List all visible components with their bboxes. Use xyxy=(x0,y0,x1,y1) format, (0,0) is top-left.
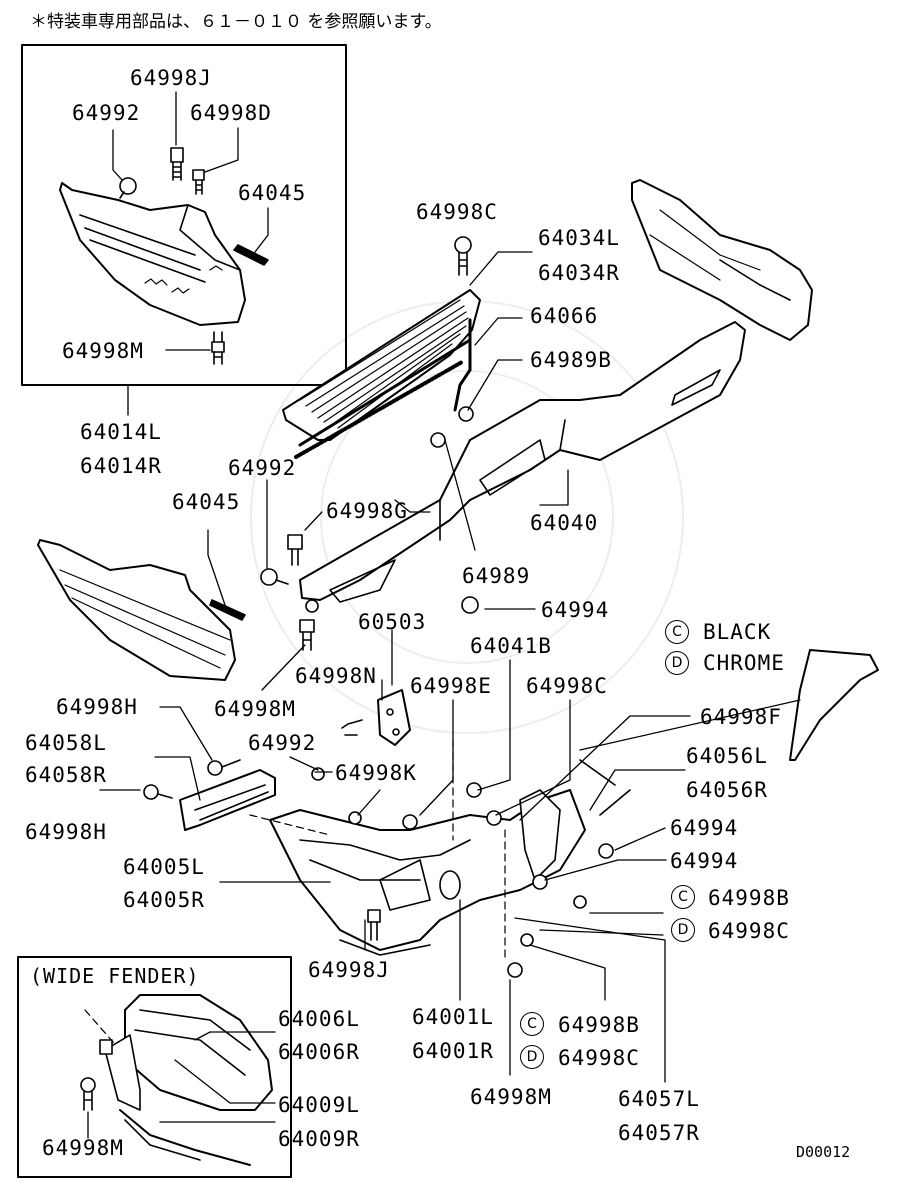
drawing-code: D00012 xyxy=(796,1143,851,1161)
part-label-64998C-mid[interactable]: 64998C xyxy=(526,674,608,698)
part-label-64998C[interactable]: 64998C xyxy=(416,200,498,224)
part-label-60503[interactable]: 60503 xyxy=(358,610,427,634)
finish-mark-chrome-b: D xyxy=(520,1045,544,1069)
part-label-64058R[interactable]: 64058R xyxy=(25,763,107,787)
leaders-top-inset xyxy=(112,91,269,416)
part-label-64034L[interactable]: 64034L xyxy=(538,226,620,250)
part-label-64045[interactable]: 64045 xyxy=(238,181,307,205)
lower-fasteners xyxy=(367,782,614,978)
part-label-64998H[interactable]: 64998H xyxy=(56,695,138,719)
part-label-64001L[interactable]: 64001L xyxy=(412,1005,494,1029)
part-label-64994-r2[interactable]: 64994 xyxy=(670,849,739,873)
part-label-64009L[interactable]: 64009L xyxy=(278,1093,360,1117)
part-label-64998K[interactable]: 64998K xyxy=(335,761,417,785)
part-label-64992[interactable]: 64992 xyxy=(72,101,141,125)
part-label-64006L[interactable]: 64006L xyxy=(278,1007,360,1031)
part-label-64994-r1[interactable]: 64994 xyxy=(670,816,739,840)
side-bracket-64056 xyxy=(579,649,879,761)
bracket-60503 xyxy=(341,689,411,746)
part-label-64040[interactable]: 64040 xyxy=(530,511,599,535)
part-label-64998J[interactable]: 64998J xyxy=(130,66,212,90)
part-label-64057R[interactable]: 64057R xyxy=(618,1121,700,1145)
part-label-64009R[interactable]: 64009R xyxy=(278,1127,360,1151)
step-plate xyxy=(282,289,481,459)
watermark-inner xyxy=(320,370,614,664)
inset-box-top xyxy=(21,44,347,386)
legend-black-symbol: C xyxy=(665,620,689,644)
part-label-64998M-b[interactable]: 64998M xyxy=(470,1085,552,1109)
bumper-end-cap-left xyxy=(37,539,246,681)
part-label-64998H-b[interactable]: 64998H xyxy=(25,820,107,844)
part-label-64994-mid[interactable]: 64994 xyxy=(541,598,610,622)
finish-mark-chrome: D xyxy=(671,918,695,942)
handle-bar xyxy=(453,318,472,412)
part-label-64057L[interactable]: 64057L xyxy=(618,1087,700,1111)
part-label-64014R[interactable]: 64014R xyxy=(80,454,162,478)
bumper-end-cap-right xyxy=(631,179,813,341)
rear-bumper-face xyxy=(299,321,746,603)
part-label-64998C-r[interactable]: 64998C xyxy=(708,919,790,943)
part-label-64998B[interactable]: 64998B xyxy=(708,886,790,910)
part-label-64992-mid[interactable]: 64992 xyxy=(228,456,297,480)
part-label-64998M[interactable]: 64998M xyxy=(62,339,144,363)
finish-mark-black: C xyxy=(671,885,695,909)
part-label-64998J-low[interactable]: 64998J xyxy=(308,958,390,982)
part-label-64998G[interactable]: 64998G xyxy=(326,499,408,523)
legend-chrome-text: CHROME xyxy=(703,651,785,675)
part-label-64006R[interactable]: 64006R xyxy=(278,1040,360,1064)
inset-wide-fender-title: (WIDE FENDER) xyxy=(30,964,200,988)
header-note: ＊特装車専用部品は、６１－０１０ を参照願います。 xyxy=(30,12,442,32)
part-label-64998F[interactable]: 64998F xyxy=(700,705,782,729)
part-label-64989[interactable]: 64989 xyxy=(462,564,531,588)
part-label-64014L[interactable]: 64014L xyxy=(80,420,162,444)
inset-box-wide-fender xyxy=(17,956,292,1178)
part-label-64056R[interactable]: 64056R xyxy=(686,778,768,802)
part-label-64045-mid[interactable]: 64045 xyxy=(172,490,241,514)
legend-black-text: BLACK xyxy=(703,620,772,644)
part-label-64066[interactable]: 64066 xyxy=(530,304,599,328)
leaders-wide-fender xyxy=(87,1031,276,1139)
frame-assembly xyxy=(269,759,631,956)
part-label-64998C-b[interactable]: 64998C xyxy=(558,1046,640,1070)
part-label-64034R[interactable]: 64034R xyxy=(538,261,620,285)
part-label-64998D[interactable]: 64998D xyxy=(190,101,272,125)
part-label-64058L[interactable]: 64058L xyxy=(25,731,107,755)
part-label-64998B-b[interactable]: 64998B xyxy=(558,1013,640,1037)
wide-fender-drawing xyxy=(80,994,273,1166)
part-label-64992-low[interactable]: 64992 xyxy=(248,731,317,755)
leaders-main xyxy=(99,251,691,1083)
part-label-64041B[interactable]: 64041B xyxy=(470,634,552,658)
inset-mudflap-top xyxy=(59,182,246,326)
part-label-64001R[interactable]: 64001R xyxy=(412,1039,494,1063)
part-label-64989B[interactable]: 64989B xyxy=(530,348,612,372)
finish-mark-black-b: C xyxy=(520,1012,544,1036)
part-label-64998N[interactable]: 64998N xyxy=(295,664,377,688)
part-label-64998M-inset[interactable]: 64998M xyxy=(42,1136,124,1160)
part-label-64998M-mid[interactable]: 64998M xyxy=(214,697,296,721)
part-label-64005R[interactable]: 64005R xyxy=(123,888,205,912)
inset-fasteners xyxy=(119,147,269,365)
part-label-64005L[interactable]: 64005L xyxy=(123,855,205,879)
part-label-64998E[interactable]: 64998E xyxy=(410,674,492,698)
part-label-64056L[interactable]: 64056L xyxy=(686,744,768,768)
legend-chrome-symbol: D xyxy=(665,651,689,675)
mid-fasteners xyxy=(260,236,479,651)
